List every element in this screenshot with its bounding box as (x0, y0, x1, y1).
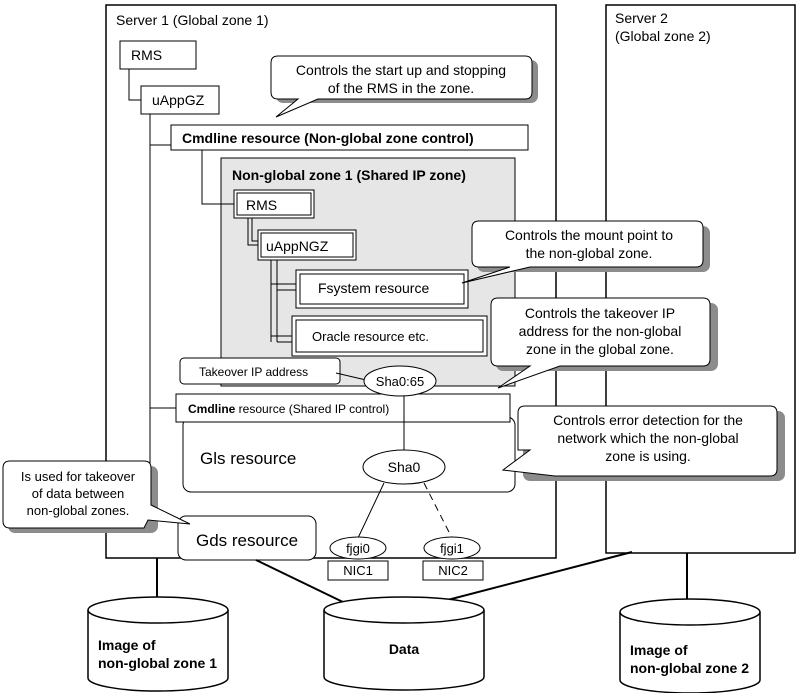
sha0-to-fjgi1-line (423, 482, 453, 539)
callout-takeover-ip-line3: zone in the global zone. (526, 341, 674, 357)
image2-label-line2: non-global zone 2 (630, 660, 749, 676)
callout-mount-point-line2: the non-global zone. (526, 245, 653, 261)
nic2-box (422, 560, 484, 581)
server1-to-data-line (255, 559, 346, 604)
uappngz-box (257, 229, 357, 261)
cmdline-shared-ip-label: Cmdline resource (Shared IP control) (188, 402, 389, 416)
uappgz-label: uAppGZ (152, 92, 205, 108)
callout-error-detection-line1: Controls error detection for the (553, 412, 743, 428)
takeover-ip-pointer (335, 372, 367, 381)
nic1-box (327, 560, 389, 581)
image1-label-line2: non-global zone 1 (98, 655, 217, 671)
callout-error-detection-bubble (501, 405, 778, 477)
uappgz-box (140, 85, 220, 115)
callout-error-detection-line3: zone is using. (605, 448, 691, 464)
takeover-ip-address-box (179, 357, 341, 385)
rms-ngz-box-inner (236, 192, 312, 216)
image2-disk (619, 598, 761, 693)
callout-data-takeover-line2: of data between (32, 486, 125, 501)
sha0-label: Sha0 (388, 459, 421, 475)
gls-resource-label: Gls resource (200, 449, 296, 468)
callout-rms-control-line1: Controls the start up and stopping (296, 62, 506, 78)
callout-takeover-ip-line2: address for the non-global (519, 323, 682, 339)
gds-resource-box (177, 515, 317, 561)
rms-ngz-label: RMS (246, 197, 277, 213)
cmdline-ngz-control-label: Cmdline resource (Non-global zone contro… (182, 130, 474, 146)
callout-data-takeover-line1: Is used for takeover (21, 469, 136, 484)
callout-data-takeover-line3: non-global zones. (27, 503, 130, 518)
fsystem-resource-label: Fsystem resource (318, 280, 429, 296)
rms-to-uappgz-connector (128, 69, 141, 101)
rms-ngz-box (233, 189, 315, 219)
rms-gz-box (119, 40, 197, 70)
server2-to-data-line (435, 551, 633, 604)
nic2-label: NIC2 (438, 563, 468, 578)
callout-rms-control-line2: of the RMS in the zone. (328, 80, 474, 96)
server2-title-line1: Server 2 (615, 10, 668, 26)
image1-label-line1: Image of (98, 637, 156, 653)
fjgi0-label: fjgi0 (346, 541, 370, 556)
callout-mount-point-line1: Controls the mount point to (505, 227, 673, 243)
callout-takeover-ip-line1: Controls the takeover IP (525, 305, 675, 321)
callout-rms-control-bubble (270, 55, 533, 118)
oracle-resource-box (291, 315, 488, 357)
fjgi0-node (329, 536, 387, 560)
sha065-node (363, 365, 437, 397)
server1-title: Server 1 (Global zone 1) (116, 12, 269, 28)
rms-gz-label: RMS (131, 47, 162, 63)
image2-label-line1: Image of (630, 642, 688, 658)
gds-resource-label: Gds resource (196, 531, 298, 550)
rms-ngz-to-uappngz-connector (247, 218, 258, 246)
callout-mount-point-bubble (461, 220, 704, 284)
fsystem-resource-box-inner (299, 273, 465, 305)
rms-ngz-to-uappngz-connector-2 (251, 218, 258, 242)
callout-takeover-ip-bubble (490, 297, 711, 389)
data-disk (323, 596, 485, 691)
nic1-label: NIC1 (343, 563, 373, 578)
image1-disk (87, 596, 229, 692)
fjgi1-node (423, 536, 481, 560)
server2-title-line2: (Global zone 2) (615, 28, 711, 44)
sha0-to-fjgi0-line (357, 482, 385, 539)
cmdline-shared-ip-box (175, 393, 511, 423)
uappngz-label: uAppNGZ (266, 238, 329, 254)
takeover-ip-address-label: Takeover IP address (199, 365, 308, 379)
fsystem-resource-box (295, 269, 469, 309)
oracle-resource-box-inner (295, 319, 484, 353)
data-label: Data (389, 641, 420, 657)
uappngz-box-inner (260, 232, 354, 258)
cmdline-ngz-control-box (170, 124, 529, 151)
callout-data-takeover-bubble (2, 460, 191, 529)
non-global-zone-1-title: Non-global zone 1 (Shared IP zone) (232, 167, 466, 183)
oracle-resource-label: Oracle resource etc. (312, 329, 429, 344)
cmdline-to-ngz-rms-connector (201, 150, 234, 205)
sha0-node (362, 449, 446, 485)
sha065-label: Sha0:65 (376, 374, 424, 389)
callout-error-detection-line2: network which the non-global (557, 430, 738, 446)
fjgi1-label: fjgi1 (440, 541, 464, 556)
